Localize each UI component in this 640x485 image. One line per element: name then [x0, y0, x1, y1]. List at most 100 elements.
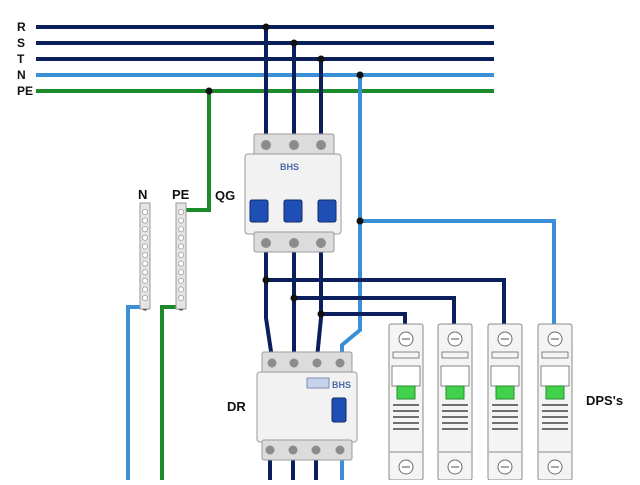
surge-protector-body	[437, 323, 473, 481]
junction-pe	[205, 87, 213, 95]
wire-pe-to-bar	[181, 91, 211, 212]
breaker-lever-3	[317, 199, 337, 223]
surge-protector-symbol	[441, 351, 469, 359]
terminal-bars: N PE	[138, 187, 190, 310]
rcd-screw-5	[265, 445, 275, 455]
bus-pe-label: PE	[17, 84, 33, 98]
rcd-screw-6	[288, 445, 298, 455]
bus-n-label: N	[17, 68, 26, 82]
surge-protector-spec-label	[490, 365, 520, 387]
rcd-screw-3	[312, 358, 322, 368]
main-breaker: BHS QG	[215, 133, 342, 253]
junction-dps-3	[317, 310, 325, 318]
junction-t	[317, 55, 325, 63]
wire-neutral-to-dps	[360, 219, 556, 328]
surge-protector-3	[487, 323, 523, 481]
bus-bars: R S T N PE	[17, 20, 494, 98]
neutral-bar-label: N	[138, 187, 147, 202]
terminal-hole	[177, 243, 184, 250]
wires	[126, 27, 556, 480]
junction-dps-1	[262, 276, 270, 284]
wire-to-dps-3	[321, 312, 407, 328]
rcd-test-panel	[306, 377, 330, 389]
surge-protector-status-window	[445, 385, 465, 400]
surge-protector-1	[388, 323, 424, 481]
terminal-hole	[141, 286, 148, 293]
surge-protectors	[388, 323, 573, 481]
junction-s	[290, 39, 298, 47]
breaker-brand: BHS	[280, 162, 299, 172]
surge-protector-status-window	[545, 385, 565, 400]
breaker-screw-2	[289, 140, 299, 150]
terminal-hole	[177, 226, 184, 233]
terminal-hole	[141, 208, 148, 215]
terminal-hole	[141, 251, 148, 258]
surge-protector-2	[437, 323, 473, 481]
junction-n	[356, 71, 364, 79]
terminal-hole	[177, 217, 184, 224]
terminal-hole	[177, 277, 184, 284]
terminal-hole	[141, 294, 148, 301]
rcd-bottom-cap	[261, 439, 353, 461]
junction-dps-2	[290, 294, 298, 302]
surge-protector-symbol	[392, 351, 420, 359]
surge-protector-symbol	[491, 351, 519, 359]
junction-neutral-dps	[356, 217, 364, 225]
surge-protector-spec-label	[440, 365, 470, 387]
surge-protector-status-window	[396, 385, 416, 400]
wire-qg-out-r	[264, 250, 274, 359]
terminal-hole	[177, 260, 184, 267]
wire-to-dps-1	[266, 278, 506, 328]
rcd-label: DR	[227, 399, 246, 414]
terminal-hole	[177, 251, 184, 258]
surge-protector-4	[537, 323, 573, 481]
terminal-hole	[141, 226, 148, 233]
terminal-hole	[177, 269, 184, 276]
wire-to-dps-2	[294, 296, 456, 328]
surge-protector-status-window	[495, 385, 515, 400]
junction-r	[262, 23, 270, 31]
wire-pe-bar-feed	[160, 305, 181, 480]
ground-bar-label: PE	[172, 187, 190, 202]
breaker-label: QG	[215, 188, 235, 203]
terminal-holes	[141, 208, 184, 301]
terminal-hole	[177, 286, 184, 293]
bus-s-label: S	[17, 36, 25, 50]
terminal-hole	[141, 243, 148, 250]
breaker-screw-5	[289, 238, 299, 248]
rcd-screw-1	[267, 358, 277, 368]
wire-qg-out-t	[315, 250, 323, 359]
terminal-hole	[177, 234, 184, 241]
surge-protector-symbol	[541, 351, 569, 359]
bus-r-label: R	[17, 20, 26, 34]
rcd-brand: BHS	[332, 380, 351, 390]
wire-neutral-bar-feed	[126, 305, 145, 480]
terminal-hole	[141, 234, 148, 241]
terminal-hole	[141, 269, 148, 276]
terminal-hole	[141, 277, 148, 284]
surge-protector-body	[537, 323, 573, 481]
breaker-screw-3	[316, 140, 326, 150]
breaker-screw-6	[316, 238, 326, 248]
surge-protector-body	[487, 323, 523, 481]
rcd-screw-2	[289, 358, 299, 368]
breaker-lever-1	[249, 199, 269, 223]
surge-protector-spec-label	[391, 365, 421, 387]
bus-t-label: T	[17, 52, 25, 66]
residual-current-device: BHS DR	[227, 351, 358, 461]
terminal-hole	[141, 217, 148, 224]
rcd-screw-7	[311, 445, 321, 455]
breaker-lever-2	[283, 199, 303, 223]
surge-protector-body	[388, 323, 424, 481]
surge-protectors-label: DPS's	[586, 393, 623, 408]
rcd-screw-4	[335, 358, 345, 368]
rcd-lever	[331, 397, 347, 423]
terminal-hole	[177, 208, 184, 215]
rcd-screw-8	[335, 445, 345, 455]
terminal-hole	[177, 294, 184, 301]
surge-protector-spec-label	[540, 365, 570, 387]
terminal-hole	[141, 260, 148, 267]
breaker-screw-4	[261, 238, 271, 248]
breaker-screw-1	[261, 140, 271, 150]
